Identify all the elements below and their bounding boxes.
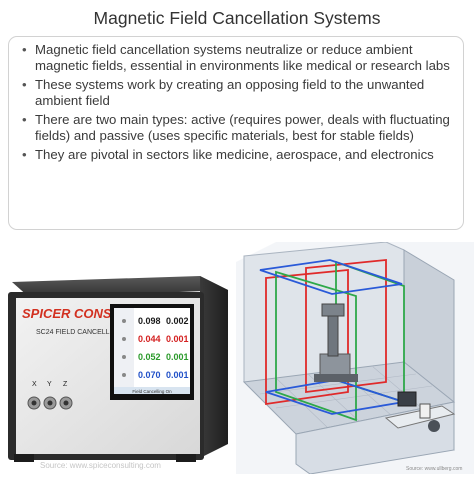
coil-red-frame — [265, 269, 349, 406]
axis-label-y: Y — [47, 381, 52, 388]
screen-readout-value: 0.052 — [138, 352, 161, 362]
page-title: Magnetic Field Cancellation Systems — [93, 8, 381, 28]
bullet-text: They are pivotal in sectors like medicin… — [35, 147, 434, 162]
screen-readout-delta: 0.001 — [166, 352, 189, 362]
microscope-icon — [314, 303, 358, 382]
device-image: SPICER CONSULTING SC24 FIELD CANCELLING … — [0, 268, 232, 474]
screen-readout-delta: 0.001 — [166, 334, 189, 344]
lab-scene-image: Source: www.ullberg.com — [236, 241, 474, 475]
source-watermark: Source: www.spiceconsulting.com — [40, 461, 161, 470]
bullet-item: • Magnetic field cancellation systems neu… — [21, 42, 461, 73]
bullet-item: • These systems work by creating an oppos… — [21, 77, 461, 108]
bullet-list: • Magnetic field cancellation systems neu… — [21, 42, 461, 167]
device-illustration: SPICER CONSULTING SC24 FIELD CANCELLING … — [8, 276, 228, 470]
coil-blue-frame — [259, 259, 403, 295]
bullet-dot-icon: • — [22, 112, 27, 127]
screen-footer: Field Cancelling On — [132, 389, 172, 394]
bullet-dot-icon: • — [22, 42, 27, 57]
coil-green-frame — [275, 270, 357, 422]
bullet-dot-icon: • — [22, 147, 27, 162]
screen-readout-delta: 0.002 — [166, 316, 189, 326]
screen-readout-delta: 0.001 — [166, 370, 189, 380]
bullet-item: • There are two main types: active (requi… — [21, 112, 461, 143]
screen-readout-value: 0.044 — [138, 334, 161, 344]
screen-readout-value: 0.098 — [138, 316, 161, 326]
model-label: SC24 FIELD CANCELLING SYSTEM — [36, 329, 153, 336]
bullet-dot-icon: • — [22, 77, 27, 92]
bullet-text: These systems work by creating an opposi… — [35, 77, 425, 108]
coil-red-frame — [305, 259, 387, 394]
screen-row-marker — [122, 355, 126, 359]
connector-y-icon — [43, 396, 57, 410]
screen-readout-value: 0.070 — [138, 370, 161, 380]
screen-readouts: 0.098 0.002 0.044 0.001 0.052 0.001 0.070 0.001 — [122, 316, 189, 380]
bullet-text: Magnetic field cancellation systems neut… — [35, 42, 450, 73]
screen-row-marker — [122, 319, 126, 323]
lab-scene-illustration: Source: www.ullberg.com — [236, 241, 474, 475]
bullet-text: There are two main types: active (requir… — [35, 112, 450, 143]
scene-source-watermark: Source: www.ullberg.com — [406, 466, 462, 472]
axis-label-z: Z — [63, 381, 68, 388]
connector-z-icon — [59, 396, 73, 410]
bullet-item: • They are pivotal in sectors like medici… — [21, 147, 461, 163]
screen-row-marker — [122, 373, 126, 377]
connector-x-icon — [27, 396, 41, 410]
case-side — [200, 276, 228, 458]
workstation-icon — [384, 391, 456, 432]
bullet-card: • Magnetic field cancellation systems neu… — [8, 36, 464, 230]
axis-label-x: X — [32, 381, 37, 388]
screen-row-marker — [122, 337, 126, 341]
